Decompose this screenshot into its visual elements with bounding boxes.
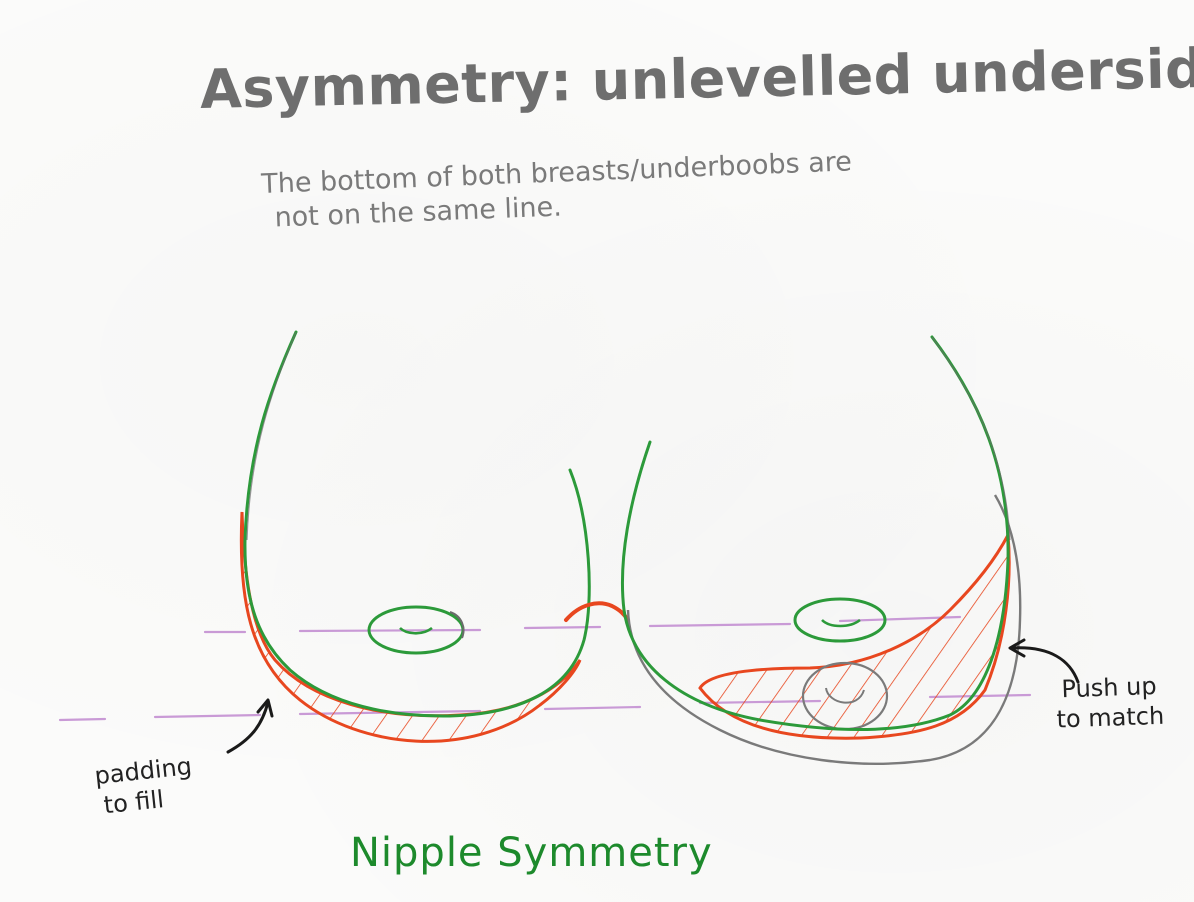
- pushup-annotation: Push up to match: [1061, 670, 1194, 735]
- cleavage-line: [566, 603, 628, 620]
- left-padding-fill: [241, 512, 580, 741]
- footer-caption: Nipple Symmetry: [350, 830, 713, 876]
- pushup-annotation-line-2: to match: [1056, 700, 1194, 735]
- pushup-annotation-line-1: Push up: [1061, 670, 1194, 705]
- left-breast-outline: [245, 332, 589, 716]
- padding-annotation: padding to fill: [93, 751, 196, 821]
